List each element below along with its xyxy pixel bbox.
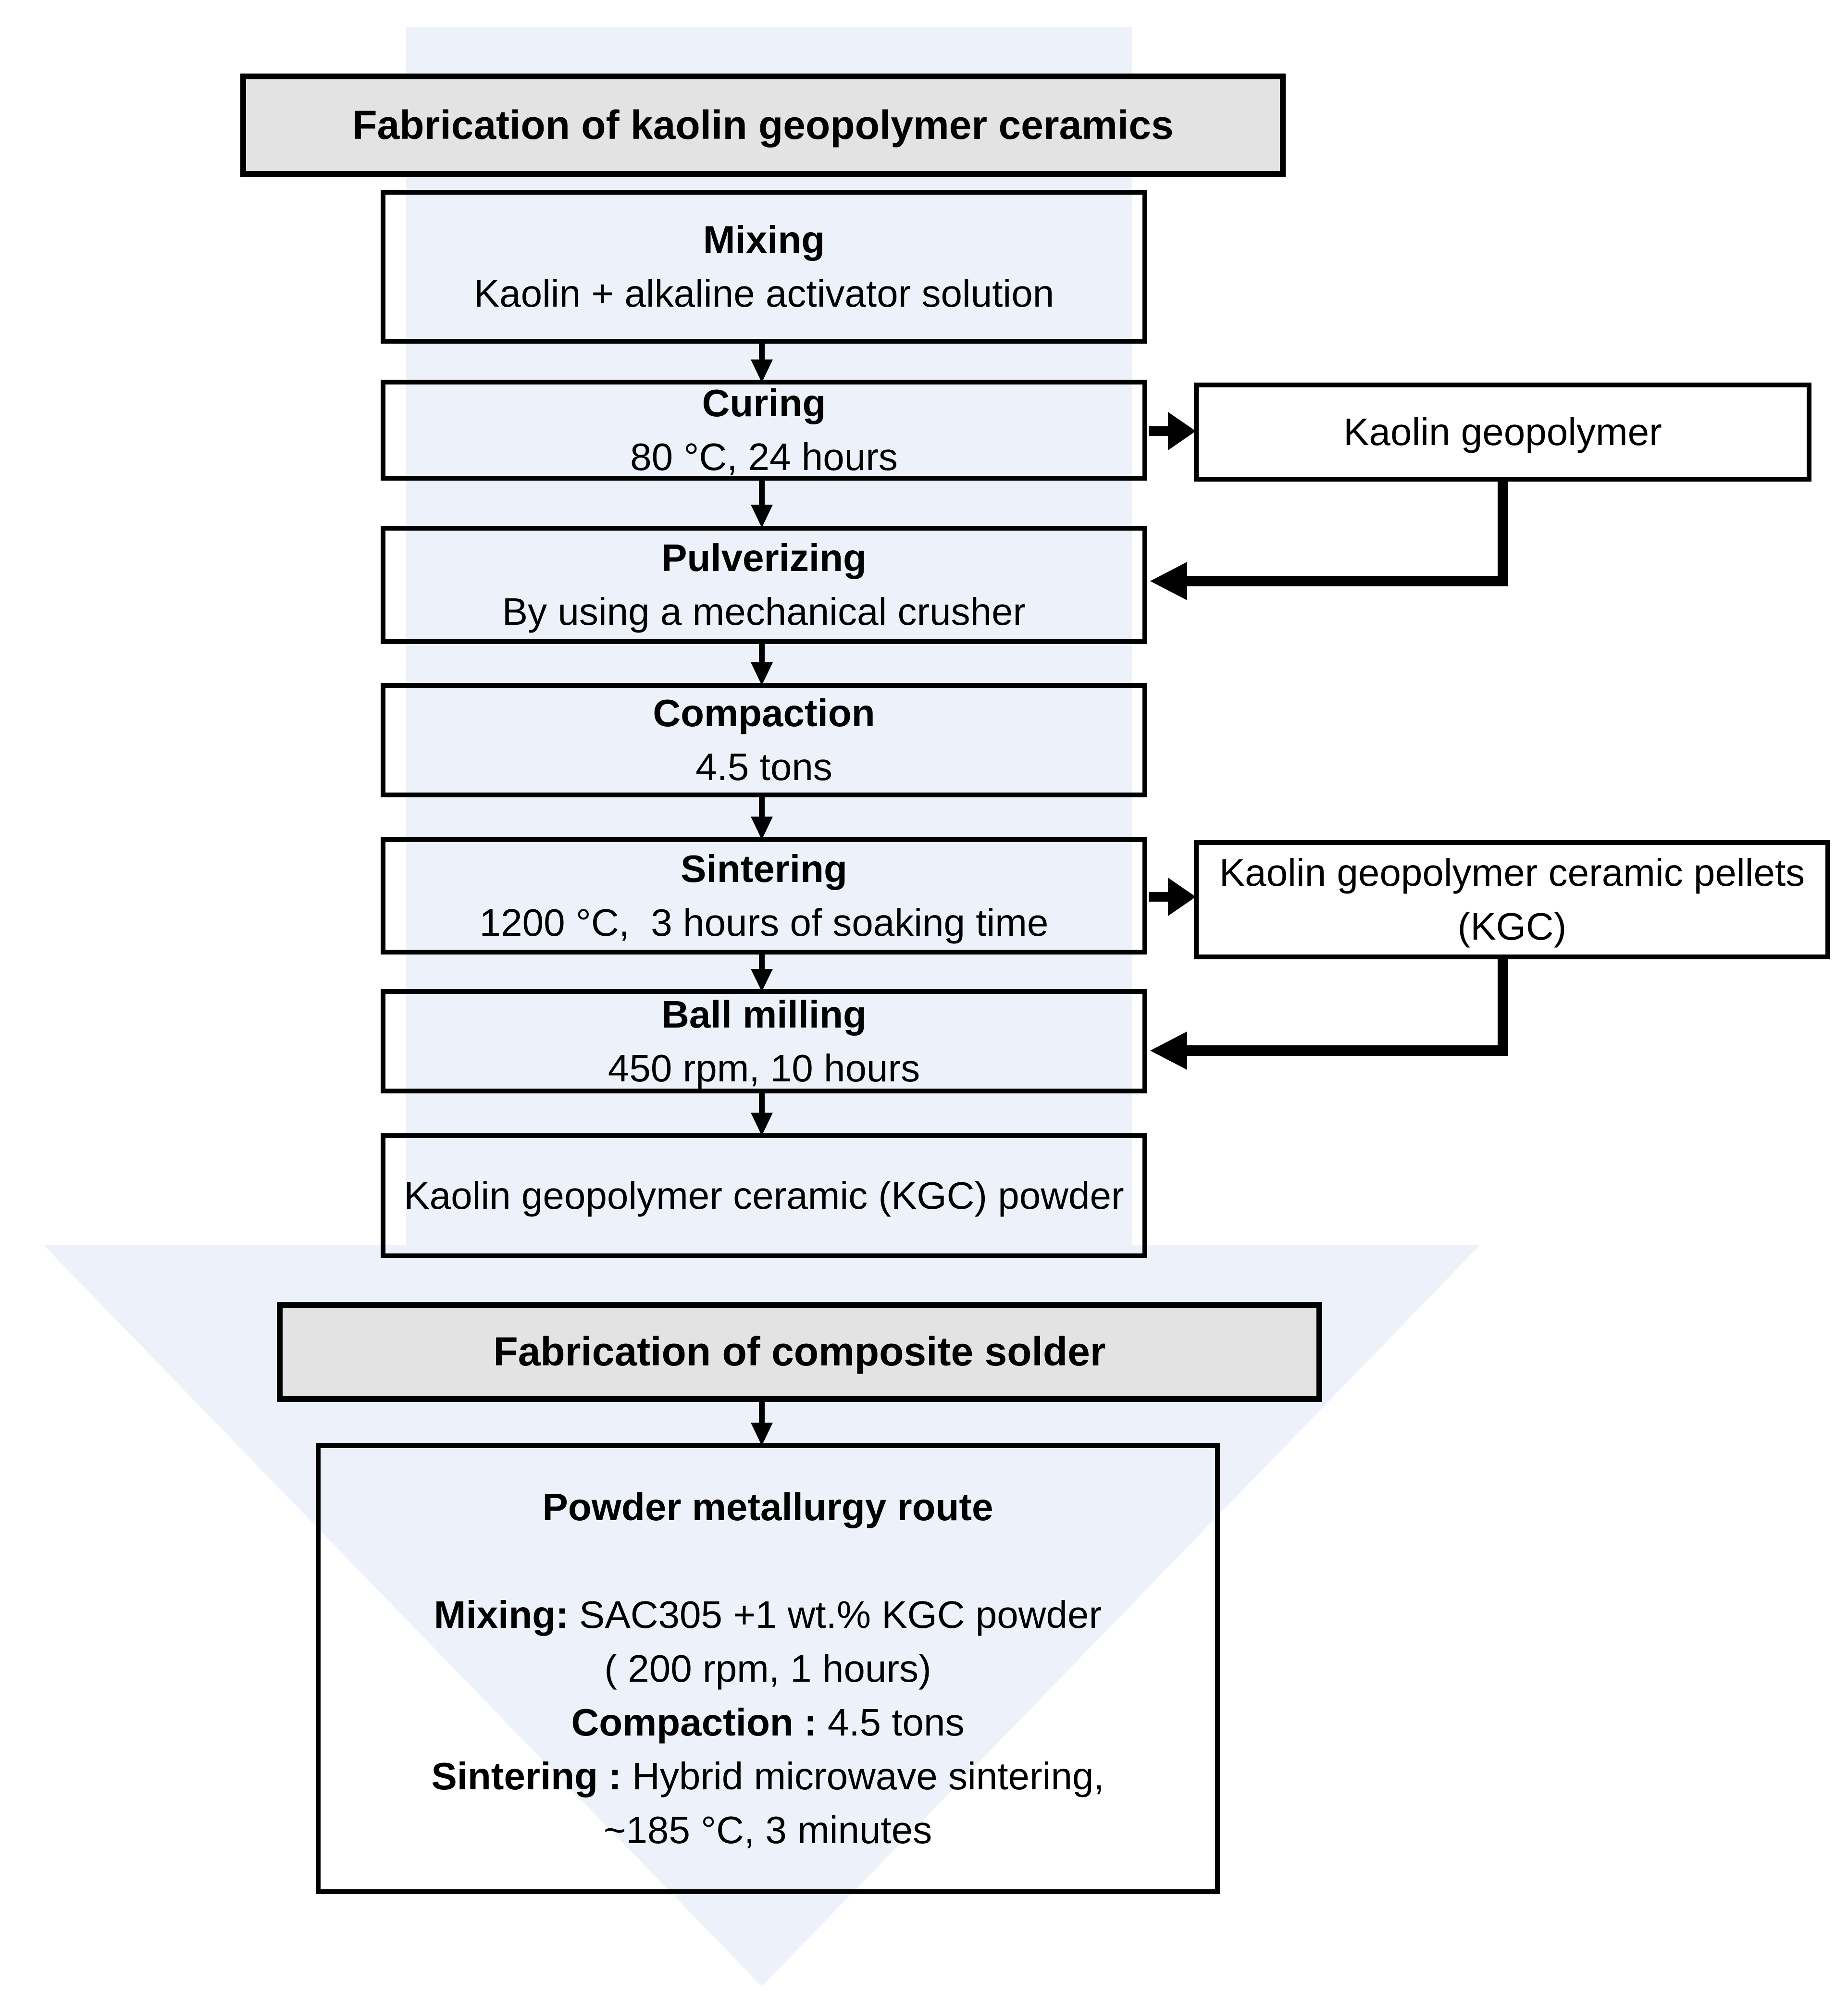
step-name-pulverizing: Pulverizing <box>661 536 867 579</box>
arrow-curing-to-kaolin-geopolymer <box>1149 412 1196 450</box>
route-line-mixing-label: Mixing: <box>434 1593 569 1636</box>
side-label-kaolin-geopolymer: Kaolin geopolymer <box>1343 410 1662 453</box>
arrow-pulverizing-to-compaction <box>751 644 773 685</box>
route-line-mixing-params-text: ( 200 rpm, 1 hours) <box>604 1647 931 1690</box>
step-detail-mixing: Kaolin + alkaline activator solution <box>473 272 1054 315</box>
side-box-kaolin-geopolymer: Kaolin geopolymer <box>1194 383 1811 482</box>
result-box-kgc-powder: Kaolin geopolymer ceramic (KGC) powder <box>381 1133 1147 1258</box>
step-box-ball-milling: Ball milling 450 rpm, 10 hours <box>381 989 1147 1093</box>
step-detail-curing: 80 °C, 24 hours <box>630 435 898 478</box>
route-line-sintering: Sintering : Hybrid microwave sintering, <box>431 1749 1104 1803</box>
arrow-curing-to-pulverizing <box>751 481 773 528</box>
route-line-sintering-label: Sintering : <box>431 1755 621 1798</box>
section1-title: Fabrication of kaolin geopolymer ceramic… <box>352 102 1174 148</box>
connector-kaolin-geopolymer-to-pulverizing <box>1150 481 1508 600</box>
arrow-ball-milling-to-kgc-powder <box>751 1093 773 1136</box>
section1-header: Fabrication of kaolin geopolymer ceramic… <box>240 74 1286 177</box>
step-detail-sintering: 1200 °C, 3 hours of soaking time <box>479 901 1049 944</box>
step-detail-ball-milling: 450 rpm, 10 hours <box>608 1046 920 1090</box>
step-box-sintering: Sintering 1200 °C, 3 hours of soaking ti… <box>381 837 1147 955</box>
route-line-mixing: Mixing: SAC305 +1 wt.% KGC powder <box>434 1588 1102 1642</box>
result-label: Kaolin geopolymer ceramic (KGC) powder <box>404 1174 1124 1217</box>
arrow-sintering-to-kgc-pellets <box>1149 878 1196 916</box>
connector-kgc-pellets-to-ball-milling <box>1150 958 1508 1070</box>
route-line-mixing-params: ( 200 rpm, 1 hours) <box>604 1642 931 1696</box>
step-name-curing: Curing <box>702 382 826 424</box>
section2-title: Fabrication of composite solder <box>493 1329 1106 1375</box>
step-box-curing: Curing 80 °C, 24 hours <box>381 380 1147 481</box>
route-line-compaction-label: Compaction : <box>571 1701 817 1744</box>
watermark-arrow-shaft <box>406 27 1132 1248</box>
arrow-header2-to-powder-metallurgy <box>751 1402 773 1446</box>
step-detail-compaction: 4.5 tons <box>695 745 832 788</box>
step-name-ball-milling: Ball milling <box>661 992 867 1036</box>
route-line-compaction-text: 4.5 tons <box>817 1701 965 1744</box>
route-line-sintering-text: Hybrid microwave sintering, <box>621 1755 1104 1798</box>
powder-metallurgy-title: Powder metallurgy route <box>542 1486 993 1528</box>
step-name-sintering: Sintering <box>681 847 847 890</box>
step-box-mixing: Mixing Kaolin + alkaline activator solut… <box>381 190 1147 344</box>
step-detail-pulverizing: By using a mechanical crusher <box>502 590 1026 633</box>
watermark-arrow-head <box>43 1245 1480 1986</box>
route-line-compaction: Compaction : 4.5 tons <box>571 1696 965 1749</box>
route-line-sintering-params-text: ~185 °C, 3 minutes <box>603 1809 932 1851</box>
side-box-kgc-pellets: Kaolin geopolymer ceramic pellets (KGC) <box>1194 840 1830 959</box>
route-line-sintering-params: ~185 °C, 3 minutes <box>604 1803 932 1857</box>
arrow-mixing-to-curing <box>751 344 773 383</box>
step-box-pulverizing: Pulverizing By using a mechanical crushe… <box>381 526 1147 644</box>
route-line-mixing-text: SAC305 +1 wt.% KGC powder <box>568 1593 1102 1636</box>
step-box-compaction: Compaction 4.5 tons <box>381 683 1147 797</box>
step-name-compaction: Compaction <box>653 692 875 734</box>
section2-header: Fabrication of composite solder <box>277 1302 1322 1402</box>
side-label-kgc-pellets: Kaolin geopolymer ceramic pellets (KGC) <box>1219 851 1805 948</box>
arrow-sintering-to-ball-milling <box>751 955 773 992</box>
powder-metallurgy-box: Powder metallurgy route Mixing: SAC305 +… <box>316 1443 1220 1894</box>
arrow-compaction-to-sintering <box>751 797 773 840</box>
step-name-mixing: Mixing <box>703 218 825 261</box>
